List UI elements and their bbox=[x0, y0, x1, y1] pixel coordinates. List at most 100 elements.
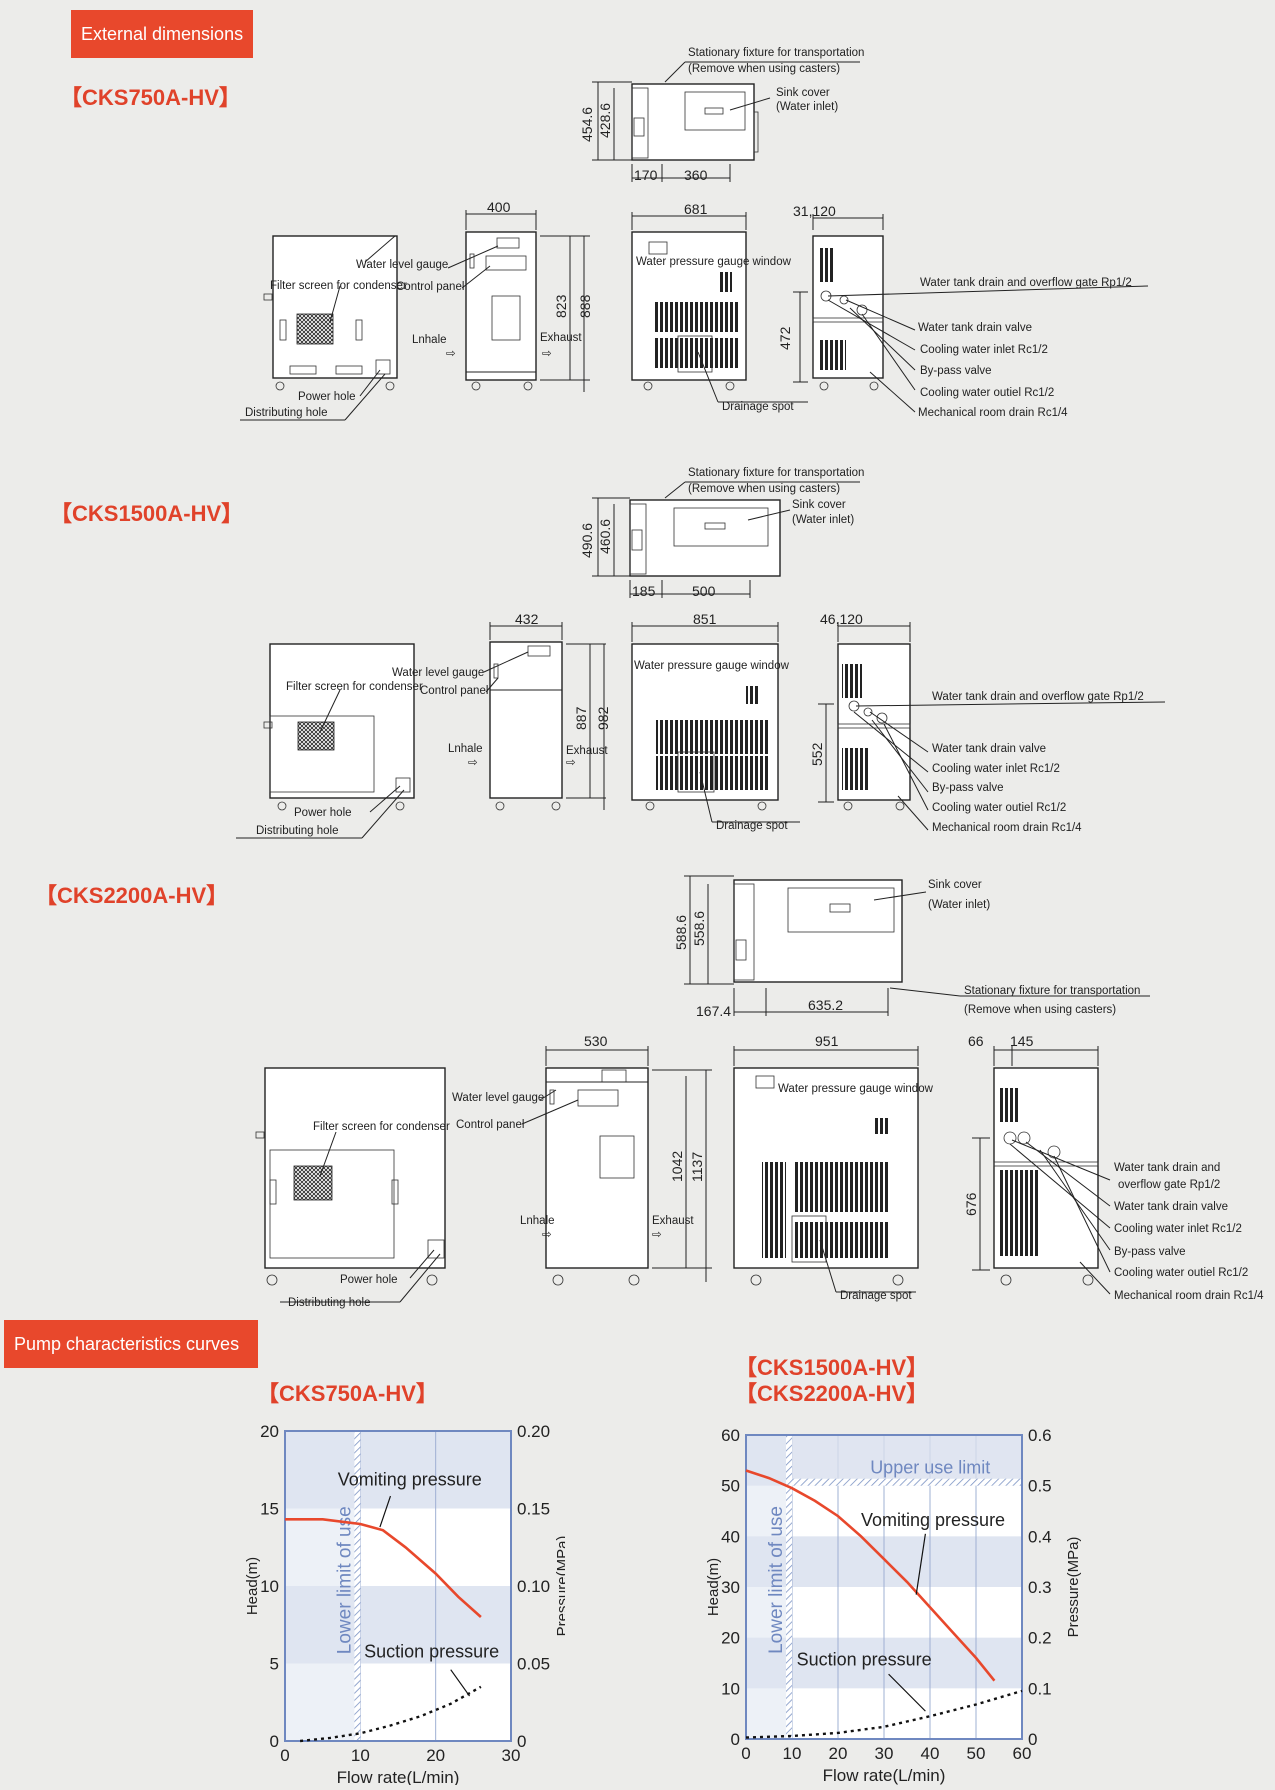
cks1500-right-view: 46,120 552 Water tank drain and overflow… bbox=[809, 611, 1166, 834]
model-heading-cks1500: 【CKS1500A-HV】 bbox=[50, 501, 244, 526]
label-2200-distributing: Distributing hole bbox=[288, 1297, 370, 1309]
cks1500-side-view: 851 Water pressure gauge window Drainage… bbox=[631, 611, 800, 832]
dim-750-h2: 428.6 bbox=[597, 103, 613, 138]
cks2200-side-view: 951 Water pressure gauge window Drainage… bbox=[733, 1033, 934, 1302]
label-1500-stationary: Stationary fixture for transportation bbox=[688, 467, 864, 479]
y2-tick-label: 0.4 bbox=[1028, 1527, 1052, 1546]
label-750-water-inlet: (Water inlet) bbox=[776, 101, 838, 113]
arrow-750-lnhale: ⇨ bbox=[446, 348, 456, 360]
x-tick-label: 0 bbox=[280, 1746, 289, 1765]
x-tick-label: 10 bbox=[783, 1744, 802, 1763]
label-2200-water-inlet: (Water inlet) bbox=[928, 899, 990, 911]
lower-limit-label: Lower limit of use bbox=[766, 1506, 787, 1654]
label-750-power: Power hole bbox=[298, 391, 356, 403]
dim-750-right-w: 31,120 bbox=[793, 203, 836, 219]
dim-2200-w1: 167.4 bbox=[696, 1003, 731, 1019]
upper-limit-label: Upper use limit bbox=[870, 1458, 990, 1478]
label-2200-tank-valve: Water tank drain valve bbox=[1114, 1201, 1228, 1213]
label-750-tank-overflow: Water tank drain and overflow gate Rp1/2 bbox=[920, 277, 1132, 289]
label-750-exhaust: Exhaust bbox=[540, 332, 582, 344]
label-2200-mech-drain: Mechanical room drain Rc1/4 bbox=[1114, 1290, 1264, 1302]
y-tick-label: 20 bbox=[721, 1629, 740, 1648]
y-tick-label: 40 bbox=[721, 1527, 740, 1546]
y-tick-label: 10 bbox=[260, 1577, 279, 1596]
cks750-top-view: 454.6 428.6 170 360 Stationary fixture f… bbox=[579, 47, 864, 183]
dim-750-h1: 454.6 bbox=[579, 107, 595, 142]
dim-2200-right-h: 676 bbox=[963, 1192, 979, 1216]
dim-1500-w1: 185 bbox=[632, 583, 656, 599]
label-750-drainage: Drainage spot bbox=[722, 401, 794, 413]
leader-suction bbox=[888, 1673, 926, 1712]
upper-limit-hatch bbox=[792, 1478, 1022, 1486]
y2-tick-label: 0.2 bbox=[1028, 1629, 1052, 1648]
cks2200-left-view: Filter screen for condenser Power hole D… bbox=[255, 1067, 450, 1309]
label-2200-tank-overflow-b: overflow gate Rp1/2 bbox=[1118, 1179, 1220, 1191]
label-750-tank-valve: Water tank drain valve bbox=[918, 322, 1032, 334]
label-1500-water-inlet: (Water inlet) bbox=[792, 514, 854, 526]
x-tick-label: 20 bbox=[829, 1744, 848, 1763]
y-tick-label: 5 bbox=[270, 1655, 279, 1674]
cks1500-left-view: Filter screen for condenser Power hole D… bbox=[236, 643, 423, 839]
label-2200-power: Power hole bbox=[340, 1274, 398, 1286]
y-tick-label: 20 bbox=[260, 1422, 279, 1441]
label-1500-drainage: Drainage spot bbox=[716, 820, 788, 832]
arrow-750-exhaust: ⇨ bbox=[542, 348, 552, 360]
arrow-2200-exhaust: ⇨ bbox=[652, 1229, 662, 1241]
y2-tick-label: 0.20 bbox=[517, 1422, 550, 1441]
label-1500-cool-outlet: Cooling water outiel Rc1/2 bbox=[932, 802, 1066, 814]
dim-750-front-h1: 823 bbox=[553, 294, 569, 318]
dim-1500-right-w: 46,120 bbox=[820, 611, 863, 627]
label-2200-remove: (Remove when using casters) bbox=[964, 1004, 1116, 1016]
lower-limit-hatch bbox=[354, 1431, 361, 1741]
label-1500-bypass: By-pass valve bbox=[932, 782, 1004, 794]
x-tick-label: 30 bbox=[875, 1744, 894, 1763]
cks750-right-view: 31,120 472 Water tank drain and overflow… bbox=[777, 203, 1149, 419]
lower-limit-hatch bbox=[786, 1435, 792, 1739]
label-1500-control: Control panel bbox=[420, 685, 488, 697]
cks1500-front-view: 432 887 982 Water level gauge Control pa… bbox=[392, 611, 611, 811]
label-1500-filter: Filter screen for condenser bbox=[286, 681, 423, 693]
arrow-2200-lnhale: ⇨ bbox=[542, 1229, 552, 1241]
dim-2200-side-w: 951 bbox=[815, 1033, 839, 1049]
dim-2200-h1: 588.6 bbox=[673, 915, 689, 950]
section-pump-curves: Pump characteristics curves bbox=[4, 1320, 258, 1368]
series-line-suction bbox=[299, 1685, 482, 1743]
y-tick-label: 60 bbox=[721, 1426, 740, 1445]
y2-tick-label: 0 bbox=[517, 1732, 526, 1751]
label-750-lnhale: Lnhale bbox=[412, 334, 447, 346]
dim-1500-front-h2: 982 bbox=[595, 706, 611, 730]
plot-frame bbox=[745, 1434, 1023, 1740]
label-750-pressure-window: Water pressure gauge window bbox=[636, 256, 792, 268]
chart-title-cks750: 【CKS750A-HV】 bbox=[257, 1381, 438, 1406]
cks750-left-view: Filter screen for condenser Power hole D… bbox=[240, 235, 407, 421]
dim-750-side-w: 681 bbox=[684, 201, 708, 217]
y2-tick-label: 0 bbox=[1028, 1730, 1037, 1749]
plot-frame bbox=[284, 1430, 512, 1742]
cks2200-top-view: 588.6 558.6 167.4 635.2 Stationary fixtu… bbox=[673, 875, 1150, 1019]
x-axis-title: Flow rate(L/min) bbox=[337, 1768, 460, 1785]
y2-tick-label: 0.5 bbox=[1028, 1477, 1052, 1496]
dim-1500-right-h: 552 bbox=[809, 742, 825, 766]
label-1500-sink: Sink cover bbox=[792, 499, 846, 511]
y-tick-label: 10 bbox=[721, 1679, 740, 1698]
dim-1500-h2: 460.6 bbox=[597, 519, 613, 554]
cks750-side-view: 681 Water pressure gauge window Drainage… bbox=[631, 201, 808, 413]
arrow-1500-exhaust: ⇨ bbox=[566, 757, 576, 769]
y2-tick-label: 0.10 bbox=[517, 1577, 550, 1596]
label-750-bypass: By-pass valve bbox=[920, 365, 992, 377]
label-750-mech-drain: Mechanical room drain Rc1/4 bbox=[918, 407, 1068, 419]
y2-tick-label: 0.6 bbox=[1028, 1426, 1052, 1445]
label-1500-exhaust: Exhaust bbox=[566, 745, 608, 757]
label-1500-power: Power hole bbox=[294, 807, 352, 819]
y2-tick-label: 0.05 bbox=[517, 1655, 550, 1674]
y2-tick-label: 0.15 bbox=[517, 1500, 550, 1519]
label-2200-lnhale: Lnhale bbox=[520, 1215, 555, 1227]
dim-2200-front-h2: 1137 bbox=[689, 1152, 705, 1182]
model-heading-cks2200: 【CKS2200A-HV】 bbox=[35, 883, 229, 908]
label-2200-pressure-window: Water pressure gauge window bbox=[778, 1083, 934, 1095]
series-line-suction bbox=[745, 1689, 1023, 1739]
y2-tick-label: 0.3 bbox=[1028, 1578, 1052, 1597]
section-external-dimensions: External dimensions bbox=[71, 10, 254, 58]
